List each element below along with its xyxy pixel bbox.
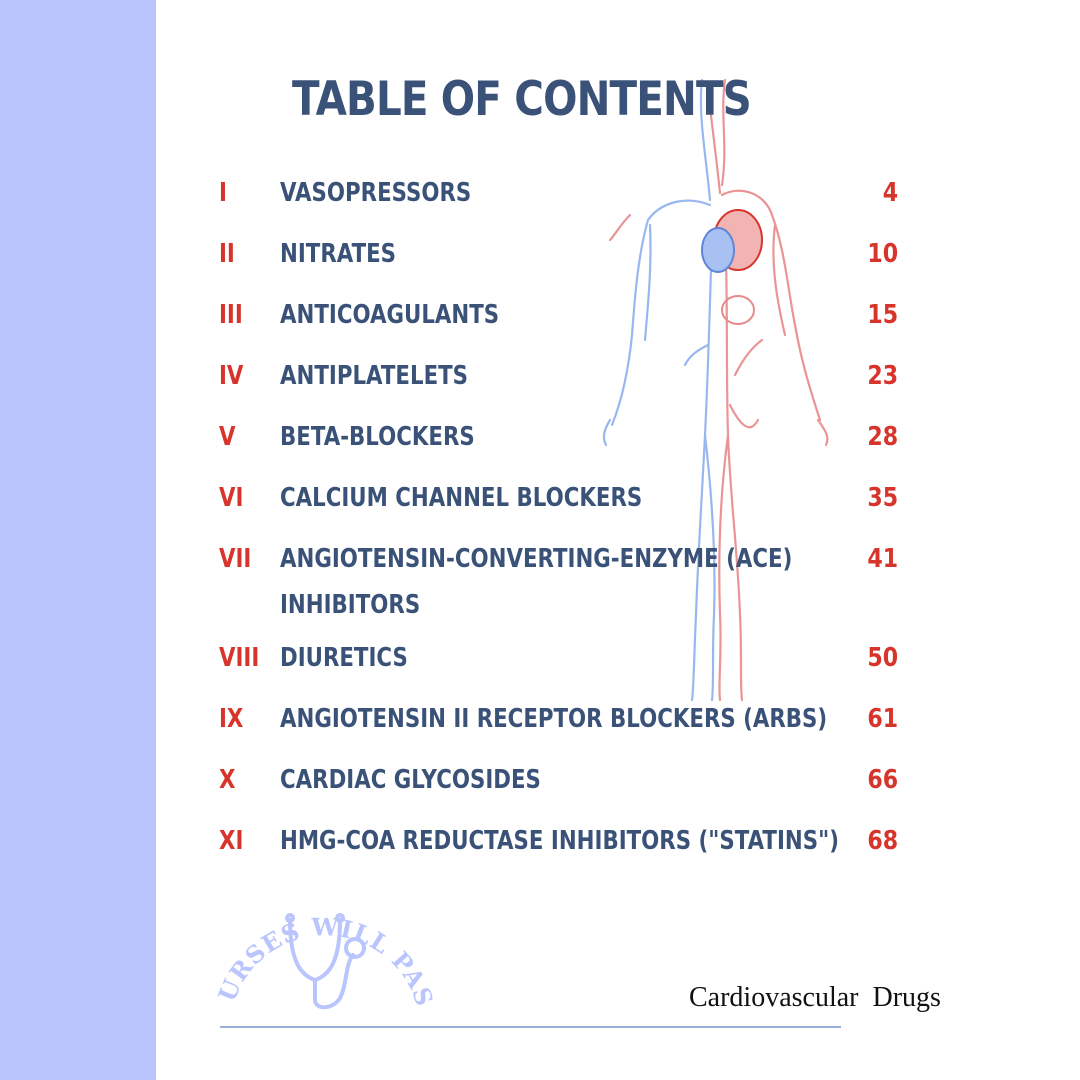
toc-entry: VIII DIURETICS 50 — [0, 635, 1080, 695]
toc-entry: VI CALCIUM CHANNEL BLOCKERS 35 — [0, 475, 1080, 535]
stethoscope-icon — [285, 913, 366, 1010]
sidebar-panel — [0, 0, 156, 1080]
toc-entry-page: 28 — [867, 422, 898, 452]
toc-entry-page: 23 — [867, 361, 898, 391]
toc-entry: I VASOPRESSORS 4 — [0, 170, 1080, 230]
toc-entry-title: DIURETICS — [280, 643, 408, 673]
toc-entry-title: VASOPRESSORS — [280, 178, 472, 208]
nurses-will-pass-logo: NURSES WILL PASS — [215, 880, 435, 1010]
toc-entry-page: 15 — [867, 300, 898, 330]
toc-entry-number: I — [219, 178, 227, 208]
toc-entry-number: XI — [219, 826, 244, 856]
toc-entry-title: CARDIAC GLYCOSIDES — [280, 765, 541, 795]
toc-entry-number: VII — [219, 544, 252, 574]
toc-entry-page: 61 — [867, 704, 898, 734]
toc-entry-number: III — [219, 300, 243, 330]
toc-entry-number: IV — [219, 361, 244, 391]
toc-entry-page: 35 — [867, 483, 898, 513]
toc-entry-title: ANGIOTENSIN II RECEPTOR BLOCKERS (ARBS) — [280, 704, 828, 734]
toc-entry-page: 10 — [867, 239, 898, 269]
toc-entry-page: 4 — [882, 178, 898, 208]
svg-text:NURSES WILL PASS: NURSES WILL PASS — [215, 880, 435, 1010]
toc-entry-title: HMG-COA REDUCTASE INHIBITORS ("STATINS") — [280, 826, 839, 856]
toc-entry-title: NITRATES — [280, 239, 397, 269]
toc-entry: II NITRATES 10 — [0, 231, 1080, 291]
toc-entry-number: V — [219, 422, 236, 452]
toc-entry: X CARDIAC GLYCOSIDES 66 — [0, 757, 1080, 817]
toc-entry: XI HMG-COA REDUCTASE INHIBITORS ("STATINS… — [0, 818, 1080, 878]
toc-entry: IX ANGIOTENSIN II RECEPTOR BLOCKERS (ARBS… — [0, 696, 1080, 756]
toc-entry-page: 68 — [867, 826, 898, 856]
toc-entry-page: 41 — [867, 544, 898, 574]
document-subtitle: Cardiovascular Drugs — [689, 982, 941, 1013]
toc-entry-number: X — [219, 765, 236, 795]
toc-entry-page: 66 — [867, 765, 898, 795]
toc-entry-title: CALCIUM CHANNEL BLOCKERS — [280, 483, 643, 513]
page-title: TABLE OF CONTENTS — [292, 72, 752, 127]
toc-entry-title: ANGIOTENSIN-CONVERTING-ENZYME (ACE) INHI… — [280, 544, 793, 620]
circulatory-system-figure — [602, 78, 829, 702]
toc-entry-number: VIII — [219, 643, 260, 673]
toc-entry: IV ANTIPLATELETS 23 — [0, 353, 1080, 413]
toc-entry: III ANTICOAGULANTS 15 — [0, 292, 1080, 352]
toc-entry: VII ANGIOTENSIN-CONVERTING-ENZYME (ACE) I… — [0, 536, 1080, 620]
toc-entry-number: VI — [219, 483, 244, 513]
toc-entry-title: ANTIPLATELETS — [280, 361, 469, 391]
toc-entry-title: BETA-BLOCKERS — [280, 422, 475, 452]
toc-entry-number: II — [219, 239, 235, 269]
toc-entry-page: 50 — [867, 643, 898, 673]
toc-entry-title: ANTICOAGULANTS — [280, 300, 500, 330]
toc-entry-number: IX — [219, 704, 244, 734]
toc-entry: V BETA-BLOCKERS 28 — [0, 414, 1080, 474]
footer-divider — [220, 1026, 841, 1028]
